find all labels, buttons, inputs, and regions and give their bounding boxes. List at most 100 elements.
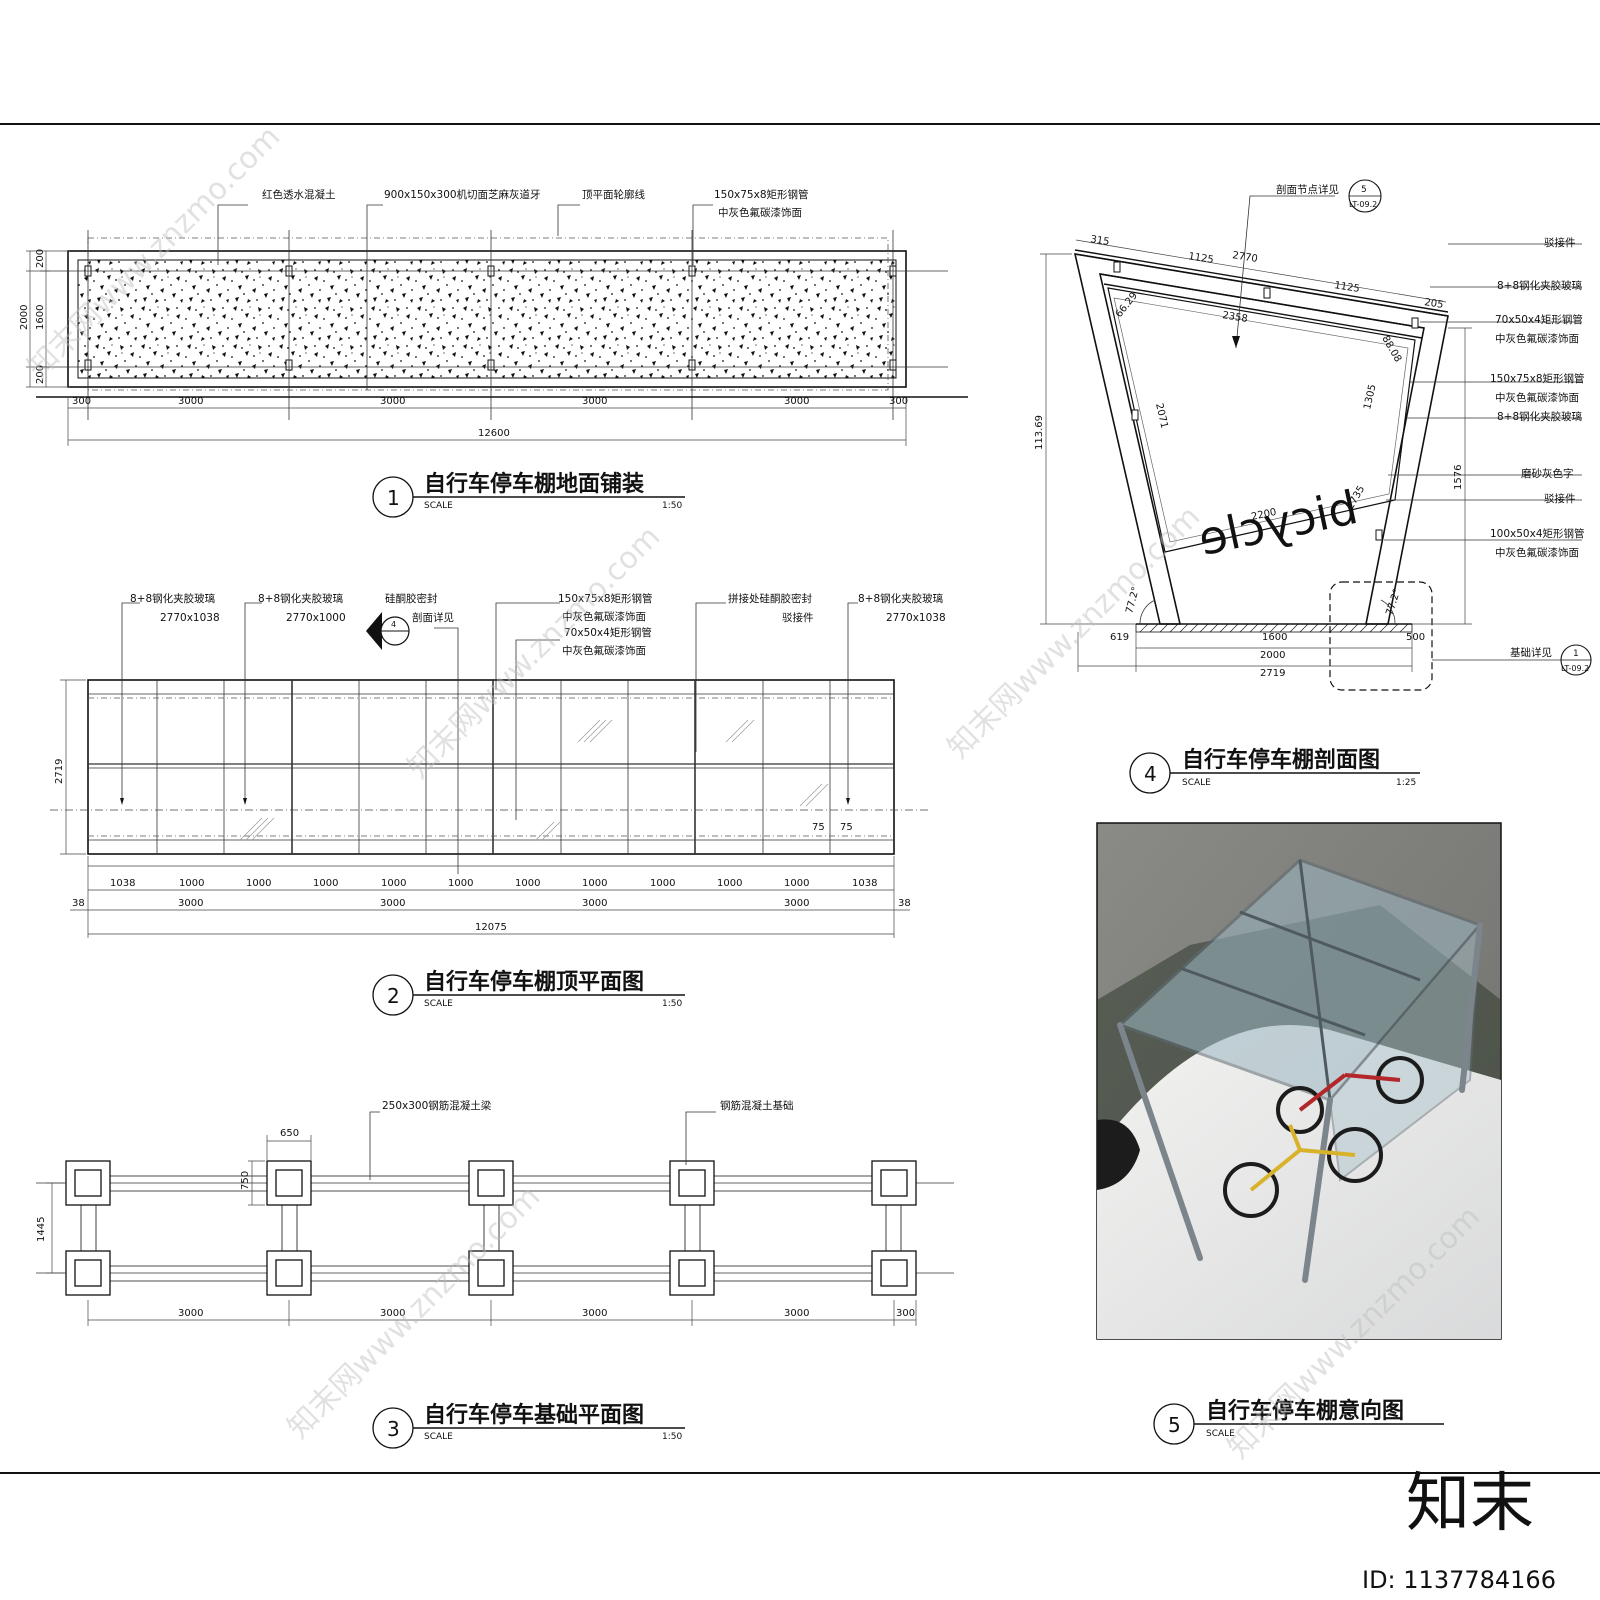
d3-dim-b1: 3000: [178, 1308, 203, 1319]
d4-dim-315: 315: [1090, 234, 1111, 248]
d3-dim-1445: 1445: [36, 1217, 47, 1242]
foundation-callout-1: 1 LT-09.2 基础详见: [1432, 644, 1592, 676]
d2-dim-p11: 1000: [784, 878, 809, 889]
d4-r-label-9: 驳接件: [1544, 492, 1576, 505]
drawing-1-paving-plan: 红色透水混凝土 900x150x300机切面芝麻灰道牙 顶平面轮廓线 150x7…: [19, 188, 968, 518]
d2-dim-p3: 1000: [246, 878, 271, 889]
d2-dim-b2: 3000: [380, 898, 405, 909]
d4-dim-2719: 2719: [1260, 668, 1285, 679]
d2-label-14: 2770x1038: [886, 612, 946, 624]
d4-dim-1576: 2200: [1250, 507, 1277, 523]
d5-scale-label: SCALE: [1206, 1429, 1235, 1439]
drawing-2-roof-plan: 4 8+8钢化夹胶玻璃 2770x1038 8+8钢化夹胶玻璃 2770x100…: [50, 592, 946, 1016]
d2-dim-p2: 1000: [179, 878, 204, 889]
d2-dim-p9: 1000: [650, 878, 675, 889]
d2-title-number: 2: [387, 984, 400, 1008]
section-fittings: [1113, 261, 1419, 541]
d4-callout5-label: 剖面节点详见: [1276, 183, 1339, 196]
d4-r-label-8: 磨砂灰色字: [1521, 467, 1574, 480]
d3-scale: 1:50: [662, 1432, 682, 1442]
d2-label-7: 150x75x8矩形钢管: [558, 592, 653, 605]
d2-label-8: 中灰色氟碳漆饰面: [562, 610, 646, 623]
d2-dim-p5: 1000: [381, 878, 406, 889]
d3-leader-lines: [369, 1111, 716, 1180]
detail-callout-5: 5 LT-09.2 剖面节点详见: [1232, 179, 1382, 349]
d2-dim-b4: 3000: [784, 898, 809, 909]
glass-lettering: bicycle: [1194, 480, 1363, 566]
d1-dim-300b: 300: [889, 396, 908, 407]
d4-dim-6629: 66.29: [1114, 291, 1140, 320]
d1-title: 自行车停车棚地面铺装: [424, 471, 644, 497]
leader-lines: [217, 204, 713, 390]
d1-dim-v-1600: 1600: [35, 305, 46, 330]
d4-dim-1600: 1600: [1262, 632, 1287, 643]
d4-dim-619: 619: [1110, 632, 1129, 643]
d2-dim-total: 12075: [475, 922, 507, 933]
d4-callout5-num: 5: [1361, 185, 1367, 195]
d3-dim-750: 750: [240, 1171, 251, 1190]
d1-dim-300a: 300: [72, 396, 91, 407]
d2-section-num: 4: [391, 620, 396, 629]
permeable-concrete-area: [77, 259, 897, 379]
d4-dim-2000: 2000: [1260, 650, 1285, 661]
d1-label-3: 顶平面轮廓线: [582, 188, 645, 201]
footings: [65, 1160, 917, 1296]
watermark-text: 知末网www.znzmo.com: [941, 499, 1207, 765]
glass-hatch: [239, 719, 829, 841]
d2-scale-label: SCALE: [424, 999, 453, 1009]
d2-dim-b3: 3000: [582, 898, 607, 909]
d3-dims: [46, 1135, 917, 1326]
d2-dim-p4: 1000: [313, 878, 338, 889]
d1-dim-3000c: 3000: [582, 396, 607, 407]
d2-label-4: 2770x1000: [286, 612, 346, 624]
image-id: ID: 1137784166: [1362, 1566, 1556, 1594]
d3-label-2: 钢筋混凝土基础: [720, 1099, 794, 1112]
d4-r-label-11: 中灰色氟碳漆饰面: [1495, 546, 1579, 559]
d2-dim-p12: 1038: [852, 878, 877, 889]
d2-label-10: 中灰色氟碳漆饰面: [562, 644, 646, 657]
d4-dim-500: 500: [1406, 632, 1425, 643]
d4-callout1-sheet: LT-09.2: [1561, 664, 1589, 673]
d3-dim-650: 650: [280, 1128, 299, 1139]
d3-dim-b5: 300: [896, 1308, 915, 1319]
axis-lines: [36, 230, 968, 420]
d4-callout1-num: 1: [1573, 649, 1579, 659]
d1-label-1: 红色透水混凝土: [262, 188, 336, 201]
ground-hatch: [1135, 623, 1413, 633]
d1-vertical-dims: [26, 250, 70, 388]
d4-scale-label: SCALE: [1182, 778, 1211, 788]
d2-dim-p7: 1000: [515, 878, 540, 889]
d3-scale-label: SCALE: [424, 1432, 453, 1442]
d4-dim-1125b: 1125: [1334, 280, 1361, 295]
foundation-detail-box: [1329, 581, 1433, 691]
d3-dim-b4: 3000: [784, 1308, 809, 1319]
d2-leader-lines: [121, 602, 858, 874]
drawing-5-reference-photo: 5 自行车停车棚意向图 SCALE: [1096, 822, 1502, 1445]
d1-dim-v-200b: 200: [35, 365, 46, 384]
d4-r-label-1: 驳接件: [1544, 236, 1576, 249]
d4-dim-205: 205: [1424, 297, 1445, 311]
roof-axis-dashed: [88, 697, 894, 837]
d4-callout5-sheet: LT-09.2: [1349, 200, 1377, 209]
d4-dims: [1040, 239, 1472, 672]
d4-dim-2200: 1576: [1453, 465, 1464, 490]
d2-dim-depth: 2719: [54, 759, 65, 784]
d1-horizontal-dims: [67, 398, 907, 446]
section-marker-4: 4: [366, 612, 410, 650]
d1-dim-3000d: 3000: [784, 396, 809, 407]
d4-callout1-label: 基础详见: [1510, 646, 1552, 659]
d1-label-2: 900x150x300机切面芝麻灰道牙: [384, 188, 541, 201]
d2-dim-p1: 1038: [110, 878, 135, 889]
section-roof: [1074, 249, 1449, 339]
d4-r-label-3: 70x50x4矩形钢管: [1495, 313, 1583, 326]
d2-dim-p8: 1000: [582, 878, 607, 889]
d3-title-number: 3: [387, 1417, 400, 1441]
d1-scale: 1:50: [662, 501, 682, 511]
d3-label-1: 250x300钢筋混凝土梁: [382, 1099, 492, 1112]
d2-scale: 1:50: [662, 999, 682, 1009]
d4-r-label-2: 8+8钢化夹胶玻璃: [1497, 279, 1582, 292]
d3-dim-b3: 3000: [582, 1308, 607, 1319]
d4-title-number: 4: [1144, 762, 1157, 786]
d2-dim-b0: 38: [72, 898, 85, 909]
